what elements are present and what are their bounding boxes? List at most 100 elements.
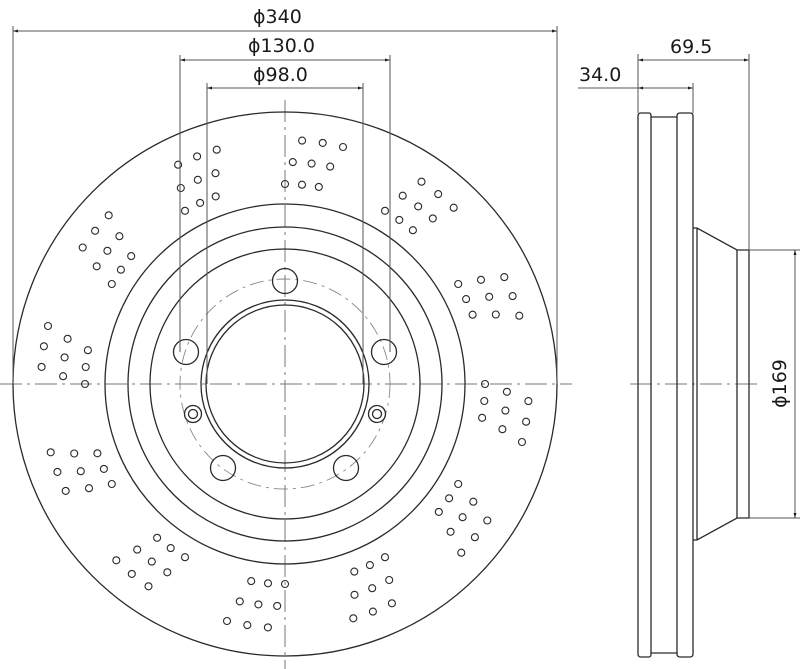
- drill-hole: [349, 614, 358, 623]
- friction-ring-inner-1: [104, 203, 466, 565]
- drill-hole: [476, 275, 486, 284]
- drill-holes: [37, 136, 533, 632]
- drill-hole: [37, 362, 46, 371]
- drill-hole: [46, 448, 55, 457]
- bolt-circle: [179, 278, 391, 490]
- drill-hole: [222, 616, 232, 626]
- drill-hole: [273, 601, 282, 610]
- side-view: [630, 112, 760, 658]
- bolt-hole: [271, 267, 299, 295]
- hat-profile: [693, 227, 750, 541]
- drill-hole: [83, 346, 92, 355]
- drill-hole: [368, 607, 377, 616]
- drill-hole: [307, 159, 316, 168]
- front-dimensions: [12, 26, 558, 384]
- drill-hole: [147, 557, 156, 566]
- drill-hole: [449, 203, 458, 212]
- drill-hole: [61, 486, 70, 495]
- drill-hole: [235, 597, 244, 606]
- drill-hole: [387, 599, 396, 608]
- drill-hole: [417, 177, 426, 186]
- drill-hole: [254, 600, 263, 609]
- drill-hole: [314, 182, 323, 191]
- drill-hole: [454, 479, 463, 489]
- dim-disc-thickness: 34.0: [579, 64, 622, 86]
- drill-hole: [153, 533, 162, 542]
- drill-hole: [91, 226, 100, 235]
- drill-hole: [78, 243, 87, 252]
- dim-bore-diameter: ϕ98.0: [253, 64, 308, 86]
- drill-hole: [280, 579, 290, 589]
- drill-hole: [458, 513, 467, 522]
- drill-hole: [180, 206, 190, 215]
- center-bore-outer: [200, 299, 370, 469]
- drill-hole: [180, 553, 190, 562]
- drill-hole: [318, 138, 327, 147]
- drill-hole: [408, 226, 417, 235]
- drill-hole: [144, 582, 153, 591]
- drill-hole: [115, 232, 124, 241]
- drill-hole: [297, 180, 307, 189]
- drill-hole: [127, 252, 136, 261]
- drill-hole: [92, 262, 101, 271]
- drill-hole: [491, 310, 500, 319]
- drill-hole: [350, 567, 359, 576]
- drill-hole: [70, 449, 79, 458]
- drill-hole: [446, 527, 455, 536]
- drill-hole: [298, 136, 307, 145]
- drill-hole: [368, 584, 377, 593]
- drill-hole: [485, 292, 494, 301]
- drill-hole: [247, 577, 256, 586]
- locator-holes: [183, 404, 387, 424]
- drill-hole: [478, 413, 487, 422]
- drill-hole: [524, 397, 533, 406]
- drill-hole: [99, 464, 108, 473]
- drill-hole: [515, 311, 524, 320]
- drill-hole: [193, 175, 202, 184]
- disc-profile: [637, 112, 694, 658]
- drill-hole: [39, 342, 48, 351]
- drill-hole: [196, 198, 205, 207]
- dim-hat-diameter: ϕ169: [768, 359, 791, 408]
- drill-hole: [414, 202, 423, 211]
- drill-hole: [517, 437, 527, 447]
- drill-hole: [104, 211, 113, 220]
- bolt-hole: [332, 454, 360, 482]
- drill-hole: [469, 497, 478, 506]
- drill-hole: [398, 191, 407, 200]
- drill-hole: [380, 206, 390, 215]
- drill-hole: [43, 321, 53, 331]
- drill-hole: [457, 548, 466, 557]
- drill-hole: [462, 295, 471, 304]
- drill-hole: [176, 183, 185, 193]
- drill-hole: [263, 579, 273, 588]
- friction-ring-inner-3: [149, 248, 421, 520]
- drill-hole: [288, 158, 297, 167]
- drill-hole: [166, 544, 175, 553]
- drill-hole: [107, 479, 116, 489]
- bolt-hole: [209, 454, 237, 482]
- drill-hole: [211, 192, 220, 201]
- bolt-hole: [370, 338, 398, 366]
- dim-outer-diameter: ϕ340: [253, 6, 302, 28]
- drill-hole: [60, 353, 69, 362]
- center-lines: [0, 100, 572, 669]
- bolt-hole: [172, 338, 200, 366]
- drill-hole: [522, 417, 531, 426]
- drill-hole: [133, 545, 142, 554]
- drill-hole: [338, 142, 348, 152]
- center-bore-inner: [205, 304, 365, 464]
- drill-hole: [263, 623, 272, 632]
- drill-hole: [500, 273, 509, 282]
- friction-ring-inner-2: [127, 226, 443, 542]
- drill-hole: [84, 484, 94, 493]
- dim-overall-height: 69.5: [670, 36, 713, 58]
- drill-hole: [107, 279, 116, 289]
- drill-hole: [76, 467, 85, 476]
- drill-hole: [468, 310, 477, 319]
- drill-hole: [243, 621, 252, 630]
- drill-hole: [434, 190, 443, 199]
- drill-hole: [112, 556, 121, 565]
- drill-hole: [501, 406, 510, 415]
